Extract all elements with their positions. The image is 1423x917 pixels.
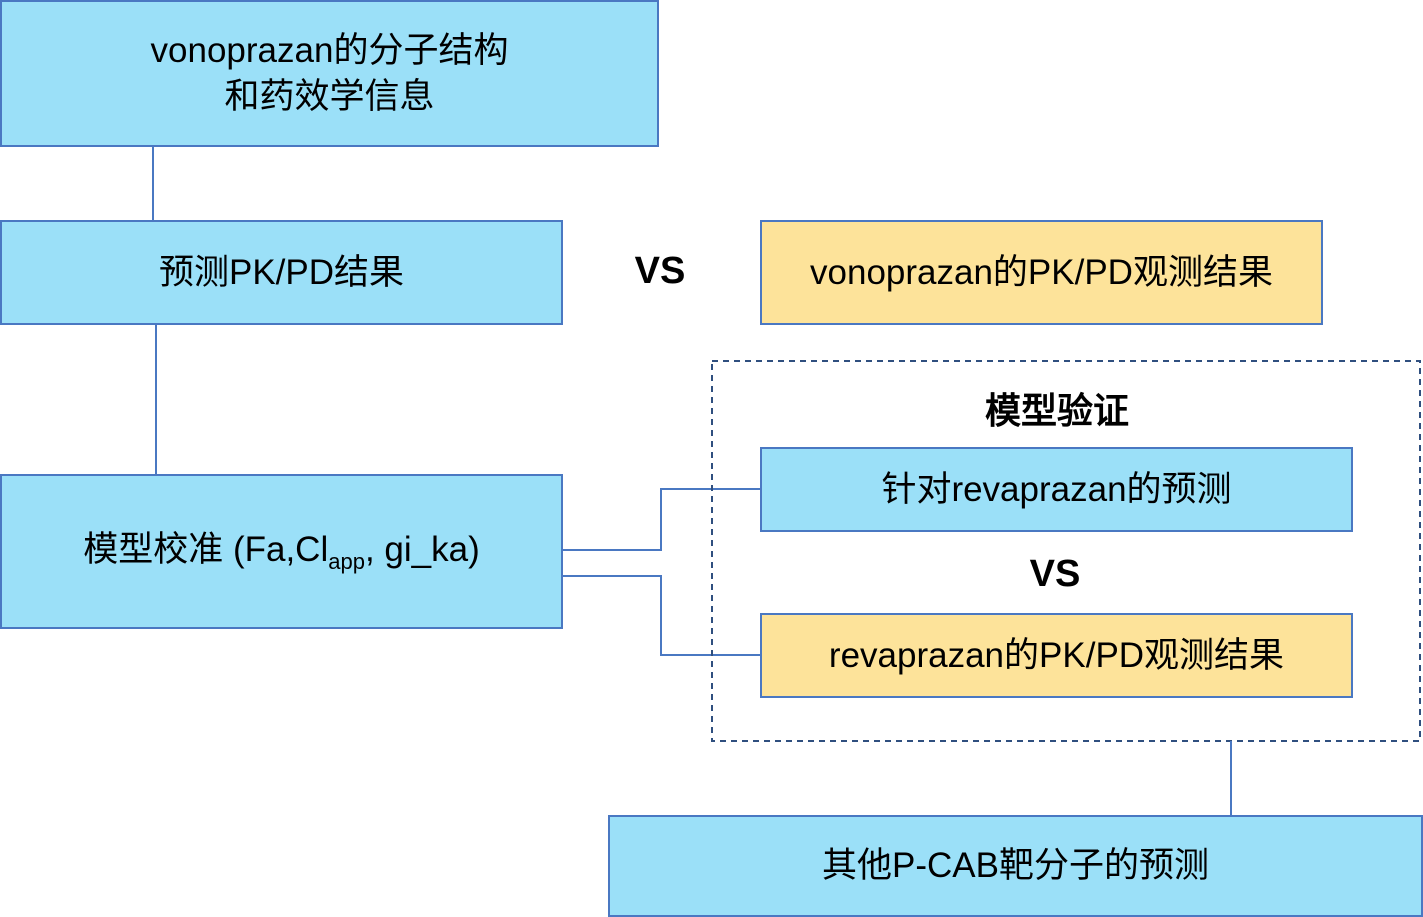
vs-validation-label: VS [1029, 553, 1081, 595]
validation-group-frame [711, 360, 1421, 742]
connector-calibration-revaprazan-prediction [563, 488, 762, 551]
other-pcab-prediction-label: 其他P-CAB靶分子的预测 [822, 846, 1209, 886]
model-calibration-suffix: , gi_ka) [364, 529, 480, 569]
predicted-pkpd-label: 预测PK/PD结果 [158, 252, 405, 292]
connector-calibration-revaprazan-observed [563, 575, 762, 656]
predicted-pkpd-box: 预测PK/PD结果 [0, 220, 563, 325]
structure-info-line1: vonoprazan的分子结构 [150, 31, 509, 70]
revaprazan-observed-label: revaprazan的PK/PD观测结果 [828, 635, 1285, 675]
structure-info-line2: 和药效学信息 [224, 76, 435, 116]
vs-top-label: VS [634, 250, 686, 292]
observed-vonoprazan-label: vonoprazan的PK/PD观测结果 [810, 252, 1273, 292]
other-pcab-prediction-box: 其他P-CAB靶分子的预测 [608, 815, 1423, 917]
revaprazan-observed-box: revaprazan的PK/PD观测结果 [760, 613, 1353, 698]
model-calibration-box: 模型校准 (Fa,Clapp, gi_ka) [0, 474, 563, 629]
structure-info-box: vonoprazan的分子结构 和药效学信息 [0, 0, 659, 147]
revaprazan-prediction-label: 针对revaprazan的预测 [881, 469, 1232, 509]
model-calibration-label: 模型校准 (Fa,Clapp, gi_ka) [83, 527, 480, 577]
observed-vonoprazan-box: vonoprazan的PK/PD观测结果 [760, 220, 1323, 325]
revaprazan-prediction-box: 针对revaprazan的预测 [760, 447, 1353, 532]
model-calibration-prefix: 模型校准 (Fa,Cl [83, 529, 329, 569]
validation-title: 模型验证 [984, 390, 1129, 431]
model-calibration-subscript: app [328, 548, 365, 574]
